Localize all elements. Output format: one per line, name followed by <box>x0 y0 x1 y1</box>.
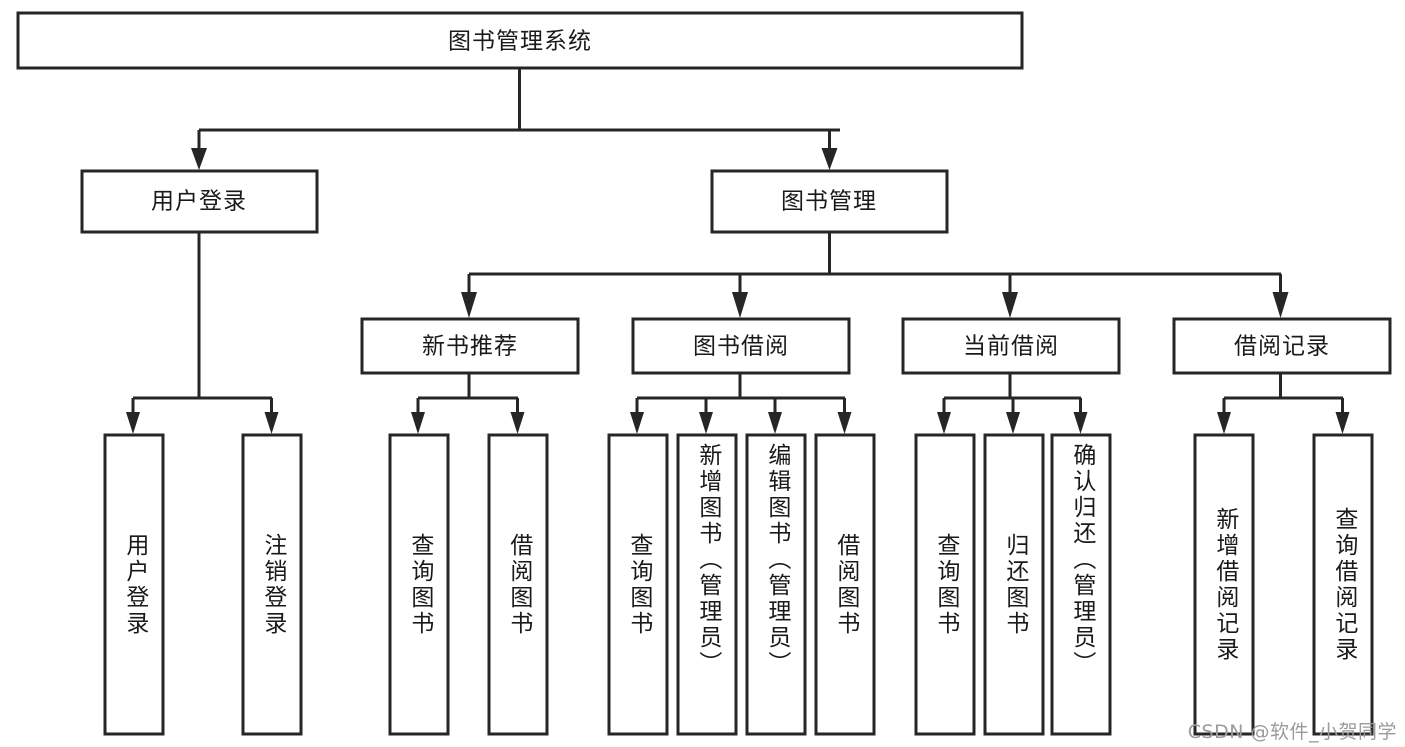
leaf-box-logout[interactable] <box>241 433 303 736</box>
node-borrow-record-box[interactable] <box>1172 317 1392 375</box>
arrowhead-leaf-2 <box>264 412 279 434</box>
node-current-borrow-box[interactable] <box>901 317 1121 375</box>
leaf-box-confirm-return-admin[interactable] <box>1050 433 1112 736</box>
node-book-borrow-label: 图书借阅 <box>693 334 789 360</box>
node-borrow-record-label: 借阅记录 <box>1234 334 1330 360</box>
node-new-book-recommend-box[interactable] <box>360 317 580 375</box>
arrowhead-leaf-1 <box>126 412 140 434</box>
arrowhead-leaf-6 <box>699 412 713 434</box>
edges-booklogin-to-leaves <box>126 232 279 434</box>
leaf-box-query-book-2[interactable] <box>607 433 669 736</box>
node-root-label: 图书管理系统 <box>448 29 592 55</box>
node-book-manage[interactable]: 图书管理 <box>710 169 949 234</box>
leaf-box-user-login[interactable] <box>103 433 165 736</box>
arrowhead-leaf-8 <box>837 412 852 434</box>
edges-current-to-leaves <box>937 373 1088 434</box>
arrowhead-leaf-11 <box>1073 412 1088 434</box>
node-book-borrow-box[interactable] <box>631 317 851 375</box>
node-root[interactable]: 图书管理系统 <box>16 11 1024 70</box>
node-user-login-box[interactable] <box>80 169 319 234</box>
node-book-borrow[interactable]: 图书借阅 <box>631 317 851 375</box>
node-book-manage-box[interactable] <box>710 169 949 234</box>
node-new-book-recommend-label: 新书推荐 <box>422 334 518 360</box>
edges-borrow-to-leaves <box>630 373 852 434</box>
node-new-book-recommend[interactable]: 新书推荐 <box>360 317 580 375</box>
node-book-manage-label: 图书管理 <box>781 189 877 215</box>
node-user-login-label: 用户登录 <box>151 189 247 215</box>
leaf-box-add-borrow-record[interactable] <box>1193 433 1255 736</box>
leaf-box-return-book[interactable] <box>983 433 1045 736</box>
edges-record-to-leaves <box>1217 373 1350 434</box>
watermark-text: CSDN @软件_小贺同学 <box>1187 721 1397 743</box>
edges-root-to-level2 <box>191 68 840 170</box>
edges-newbook-to-leaves <box>411 373 525 434</box>
arrowhead-leaf-3 <box>411 412 425 434</box>
arrowhead-to-record <box>1272 292 1289 318</box>
leaf-box-query-book-1[interactable] <box>388 433 450 736</box>
node-root-box[interactable] <box>16 11 1024 70</box>
arrowhead-leaf-5 <box>630 412 644 434</box>
node-borrow-record[interactable]: 借阅记录 <box>1172 317 1392 375</box>
arrowhead-to-borrow <box>732 292 748 318</box>
leaf-box-query-borrow-record[interactable] <box>1312 433 1374 736</box>
leaf-box-borrow-book-2[interactable] <box>814 433 876 736</box>
arrowhead-leaf-7 <box>768 412 782 434</box>
node-current-borrow-label: 当前借阅 <box>963 334 1059 360</box>
edges-bookmanage-to-level3 <box>461 232 1289 318</box>
node-user-login[interactable]: 用户登录 <box>80 169 319 234</box>
leaf-box-query-book-3[interactable] <box>914 433 976 736</box>
leaf-box-borrow-book-1[interactable] <box>487 433 549 736</box>
arrowhead-leaf-9 <box>937 412 951 434</box>
arrowhead-to-new-book <box>461 292 477 318</box>
arrowhead-leaf-4 <box>510 412 525 434</box>
node-current-borrow[interactable]: 当前借阅 <box>901 317 1121 375</box>
leaf-box-edit-book-admin[interactable] <box>745 433 807 736</box>
arrowhead-leaf-10 <box>1006 412 1020 434</box>
arrowhead-to-current <box>1002 292 1018 318</box>
arrowhead-to-user-login <box>191 148 207 170</box>
arrowhead-leaf-12 <box>1217 412 1231 434</box>
arrowhead-to-book-manage <box>821 148 838 170</box>
arrowhead-leaf-13 <box>1335 412 1350 434</box>
leaf-box-add-book-admin[interactable] <box>676 433 738 736</box>
